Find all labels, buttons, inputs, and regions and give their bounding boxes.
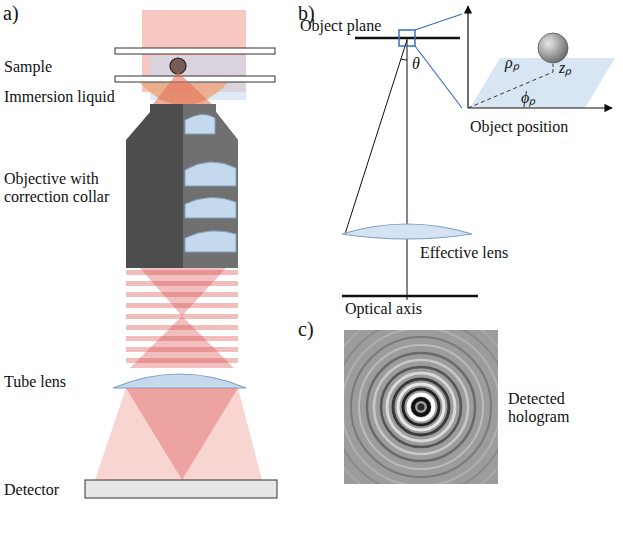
zoom-box: [399, 30, 415, 46]
part-label: Object position: [470, 118, 568, 136]
part-label: Object plane: [300, 17, 381, 35]
sample-particle: [170, 58, 186, 74]
scattered-cone: [150, 72, 216, 108]
focus-cone: [130, 316, 234, 368]
coordinate-symbol: zₚ: [559, 60, 571, 76]
focus-cone: [140, 268, 226, 316]
effective-lens: [342, 224, 472, 239]
panel-letter: c): [298, 318, 314, 341]
panel-letter: a): [3, 2, 19, 25]
imaging-beam: [95, 388, 262, 480]
objective-lens: [185, 162, 236, 186]
objective-lens: [185, 231, 236, 252]
coordinate-symbol: ρₚ: [505, 55, 519, 71]
cover-slip: [115, 48, 275, 54]
part-label: Objective with correction collar: [4, 170, 122, 207]
axial-distance: [553, 63, 554, 72]
cover-slip: [115, 76, 275, 82]
part-label: Effective lens: [420, 244, 508, 262]
part-label: Tube lens: [4, 373, 66, 391]
optical-axis: [407, 38, 408, 300]
zoom-line: [415, 46, 462, 108]
microscope-setup: [85, 10, 277, 498]
optical-model: [342, 6, 615, 300]
part-label: Optical axis: [345, 300, 422, 318]
part-label: Sample: [4, 58, 52, 76]
angle-arc: [401, 59, 407, 61]
coordinate-symbol: ϕₚ: [521, 90, 535, 106]
objective-body: [126, 104, 238, 268]
tube-lens: [113, 374, 246, 388]
radial-distance: [468, 72, 553, 108]
objective-lens: [185, 114, 215, 134]
particle-sphere: [538, 33, 568, 63]
object-plane-patch: [470, 58, 615, 108]
hologram-image: [344, 330, 498, 484]
axis-arrow: [467, 6, 468, 108]
part-label: Detected hologram: [508, 390, 608, 427]
marginal-ray: [345, 40, 407, 234]
objective-lens: [185, 197, 236, 218]
image-plane: [342, 295, 478, 298]
zoom-line: [415, 14, 462, 30]
objective-cutaway: [183, 104, 238, 268]
detector: [85, 480, 277, 498]
imaging-beam: [126, 388, 238, 480]
part-label: Immersion liquid: [4, 88, 115, 106]
part-label: Detector: [4, 481, 59, 499]
angle-symbol: θ: [412, 56, 420, 72]
axis-arrow: [468, 107, 612, 108]
